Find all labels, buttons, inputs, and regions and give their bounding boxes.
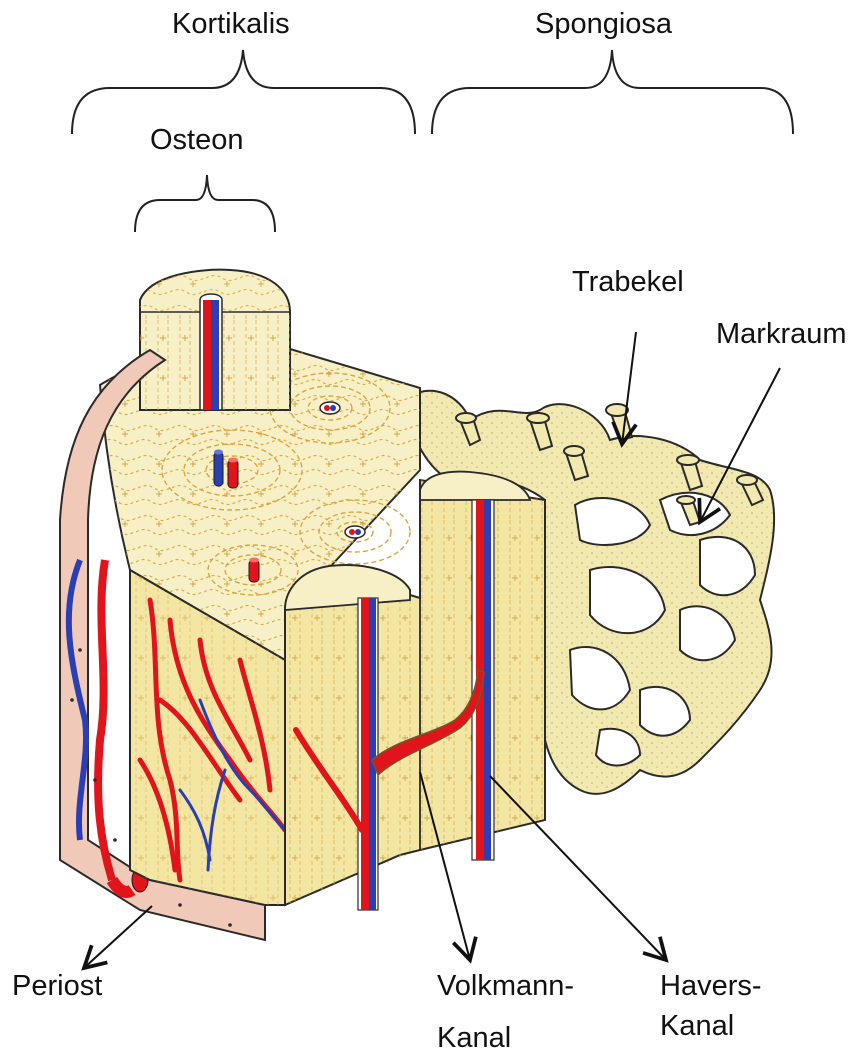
spongiosa-label: Spongiosa bbox=[535, 10, 672, 39]
periost-arrow bbox=[84, 906, 152, 968]
protruding-osteon bbox=[140, 270, 290, 410]
trabekel-label: Trabekel bbox=[572, 268, 684, 297]
spongiosa-bracket bbox=[432, 50, 793, 134]
havers-label-line2: Kanal bbox=[660, 1012, 734, 1041]
volkmann-label-line1: Volkmann- bbox=[437, 972, 574, 1001]
osteon-bracket bbox=[135, 175, 275, 232]
kortikalis-bracket bbox=[72, 50, 415, 134]
havers-label-line1: Havers- bbox=[660, 972, 762, 1001]
kortikalis-label: Kortikalis bbox=[172, 10, 290, 39]
havers-arrow bbox=[490, 776, 666, 960]
osteon-label: Osteon bbox=[150, 126, 244, 155]
volkmann-label-line2: Kanal bbox=[437, 1024, 511, 1053]
markraum-label: Markraum bbox=[716, 320, 847, 349]
periost-label: Periost bbox=[12, 972, 102, 1001]
